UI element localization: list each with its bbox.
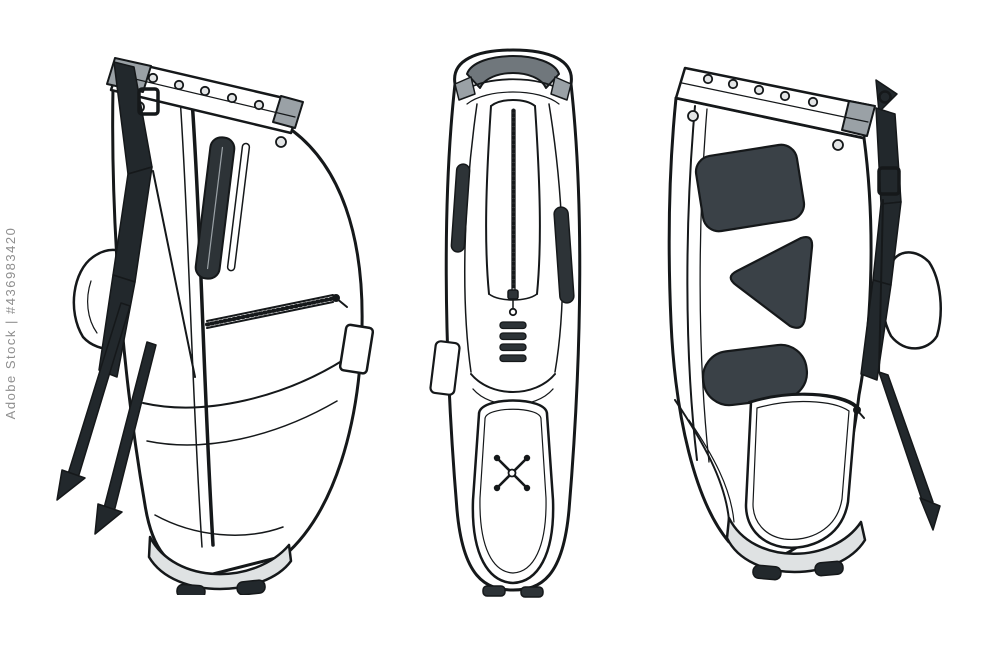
lace-cross xyxy=(493,454,531,492)
side-grip-panels xyxy=(450,163,575,304)
center-spine-zipper xyxy=(485,99,541,317)
stand-leg-foot xyxy=(56,469,86,501)
golf-stand-bag-side-view-left xyxy=(56,57,375,595)
bag-base xyxy=(147,535,293,595)
back-padding-panels xyxy=(694,143,814,407)
stock-watermark: Adobe Stock | #436983420 xyxy=(3,226,18,419)
panel-top xyxy=(694,143,806,233)
golf-stand-bag-side-view-right xyxy=(667,66,942,581)
strap-ring xyxy=(878,90,892,104)
ladder-loops xyxy=(499,321,527,363)
side-pocket-zipper xyxy=(194,136,251,280)
lower-pouch xyxy=(471,399,555,585)
bag-base xyxy=(482,585,544,598)
top-collar xyxy=(674,66,898,151)
panel-triangle xyxy=(729,235,814,329)
stand-leg-foot xyxy=(94,503,123,535)
golf-stand-bag-front-view xyxy=(429,48,582,598)
diagonal-zipper xyxy=(205,294,348,329)
bag-base xyxy=(725,516,867,581)
shoulder-strap xyxy=(860,107,902,381)
strap-buckle xyxy=(137,87,160,116)
carry-handle xyxy=(454,55,572,105)
watermark-asset-id: #436983420 xyxy=(3,226,18,314)
watermark-separator: | xyxy=(3,318,18,324)
strap-buckle xyxy=(877,166,901,196)
stand-leg-foot xyxy=(919,497,941,531)
lower-pocket xyxy=(744,392,865,549)
side-tab xyxy=(338,323,375,375)
watermark-brand: Adobe Stock xyxy=(3,328,18,419)
stand-legs xyxy=(56,302,157,535)
zipper-pull xyxy=(508,307,518,317)
stand-legs xyxy=(878,371,941,531)
side-tab xyxy=(429,340,461,396)
